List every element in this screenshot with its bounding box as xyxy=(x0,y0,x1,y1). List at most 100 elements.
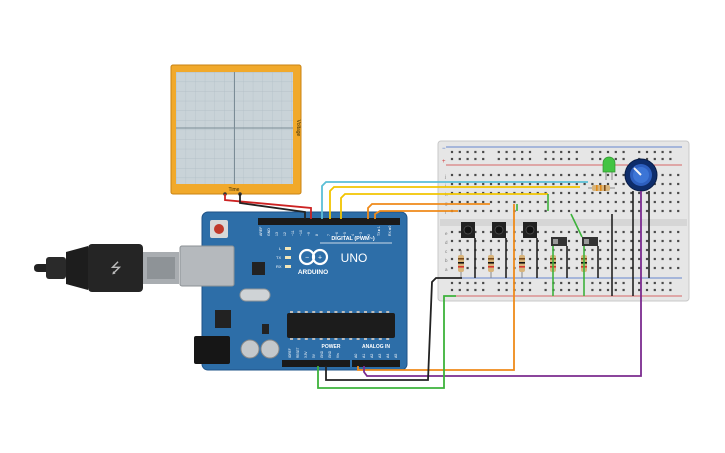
breadboard-hole xyxy=(591,209,594,213)
oscilloscope[interactable]: Time Voltage xyxy=(170,64,302,196)
breadboard-hole xyxy=(482,266,485,270)
breadboard-hole xyxy=(482,257,485,261)
pin-label: ~6 xyxy=(335,232,339,236)
breadboard-hole xyxy=(458,230,461,234)
pin-label: GND xyxy=(267,228,271,236)
chip-pin xyxy=(327,338,330,340)
breadboard-hole xyxy=(560,266,563,270)
breadboard-hole xyxy=(528,173,532,177)
wire-cyan[interactable] xyxy=(321,181,588,219)
chip-pin xyxy=(297,311,301,313)
resistor-vertical-2[interactable] xyxy=(488,250,494,278)
wire-black-probe[interactable] xyxy=(239,194,306,219)
breadboard-hole xyxy=(536,257,539,261)
breadboard-hole xyxy=(536,230,539,234)
usb-icon: ⭍ xyxy=(110,260,122,276)
breadboard-hole xyxy=(599,288,602,292)
breadboard-hole xyxy=(669,182,672,186)
breadboard-hole xyxy=(536,191,539,195)
wire-green-short-3[interactable] xyxy=(570,213,583,238)
breadboard-hole xyxy=(513,157,516,161)
breadboard-hole xyxy=(482,288,485,292)
slide-switch-1[interactable] xyxy=(551,237,567,246)
breadboard-hole xyxy=(599,266,602,270)
chip-pin xyxy=(371,338,375,340)
pushbutton-1[interactable] xyxy=(461,222,475,238)
usb-port[interactable] xyxy=(179,245,235,287)
breadboard-hole xyxy=(669,200,672,204)
breadboard-hole xyxy=(645,288,649,292)
breadboard-hole xyxy=(591,266,594,270)
breadboard-hole xyxy=(606,248,610,252)
breadboard-hole xyxy=(450,157,454,161)
breadboard-hole xyxy=(560,257,563,261)
breadboard-hole xyxy=(614,257,617,261)
breadboard-hole xyxy=(575,200,578,204)
pin-label: A3 xyxy=(378,354,382,358)
breadboard-hole xyxy=(591,173,594,177)
analog-header[interactable] xyxy=(352,360,400,367)
wire-green-5v[interactable] xyxy=(317,295,456,389)
breadboard-hole xyxy=(505,191,508,195)
breadboard-hole xyxy=(450,150,454,154)
breadboard-hole xyxy=(606,200,610,204)
breadboard-hole xyxy=(450,281,454,285)
chip-pin xyxy=(312,311,316,313)
breadboard-hole xyxy=(482,173,485,177)
breadboard-hole xyxy=(544,157,547,161)
wire-orange-analog[interactable] xyxy=(357,204,515,371)
resistor-horizontal[interactable] xyxy=(588,185,615,191)
wire-orange-1[interactable] xyxy=(367,203,490,219)
usb-cable[interactable]: ⭍ xyxy=(34,244,179,292)
breadboard-hole xyxy=(497,248,500,252)
breadboard-hole xyxy=(614,230,617,234)
breadboard-hole xyxy=(630,257,633,261)
status-leds: L TX RX xyxy=(276,246,291,269)
breadboard-hole xyxy=(583,182,586,186)
breadboard-hole xyxy=(474,191,477,195)
icsp-small xyxy=(262,324,269,334)
wire-black-gnd[interactable] xyxy=(325,277,462,381)
breadboard-hole xyxy=(591,182,594,186)
potentiometer[interactable] xyxy=(624,158,658,192)
pin-label: TX►1 xyxy=(377,226,381,236)
breadboard-hole xyxy=(560,248,563,252)
breadboard-hole xyxy=(458,248,461,252)
breadboard-hole xyxy=(606,150,610,154)
digital-header[interactable] xyxy=(258,218,400,225)
breadboard-hole xyxy=(482,200,485,204)
breadboard-hole xyxy=(544,281,547,285)
pin-label: GND xyxy=(320,350,324,358)
breadboard-hole xyxy=(567,191,571,195)
breadboard-hole xyxy=(552,150,555,154)
wire-purple-analog[interactable] xyxy=(363,191,642,377)
pushbutton-3[interactable] xyxy=(523,222,537,238)
power-jack[interactable] xyxy=(194,336,230,364)
breadboard-hole xyxy=(645,200,649,204)
green-led[interactable] xyxy=(602,156,616,180)
breadboard-hole xyxy=(583,191,586,195)
breadboard-hole xyxy=(653,200,656,204)
pushbutton-2[interactable] xyxy=(492,222,506,238)
slide-switch-2[interactable] xyxy=(582,237,598,246)
capacitor-1 xyxy=(240,339,260,359)
breadboard-hole xyxy=(521,173,524,177)
wire-yellow-2[interactable] xyxy=(340,193,548,219)
arduino-uno-board[interactable]: ⭍ L TX RX xyxy=(34,211,408,371)
breadboard-hole xyxy=(450,191,454,195)
breadboard-hole xyxy=(614,182,617,186)
wire-orange-2[interactable] xyxy=(374,210,458,219)
breadboard-hole xyxy=(661,173,664,177)
breadboard-hole xyxy=(614,248,617,252)
wire-yellow-1[interactable] xyxy=(329,186,580,219)
power-label: POWER xyxy=(322,344,341,350)
breadboard-hole xyxy=(567,281,571,285)
resistor-vertical-3[interactable] xyxy=(519,250,525,278)
power-header[interactable] xyxy=(282,360,350,367)
arduino-logo: − + xyxy=(298,248,329,266)
breadboard-hole xyxy=(567,266,571,270)
resistor-vertical-1[interactable] xyxy=(458,250,464,278)
breadboard-hole xyxy=(474,281,477,285)
wire-red-probe[interactable] xyxy=(224,194,312,219)
breadboard-hole xyxy=(645,266,649,270)
